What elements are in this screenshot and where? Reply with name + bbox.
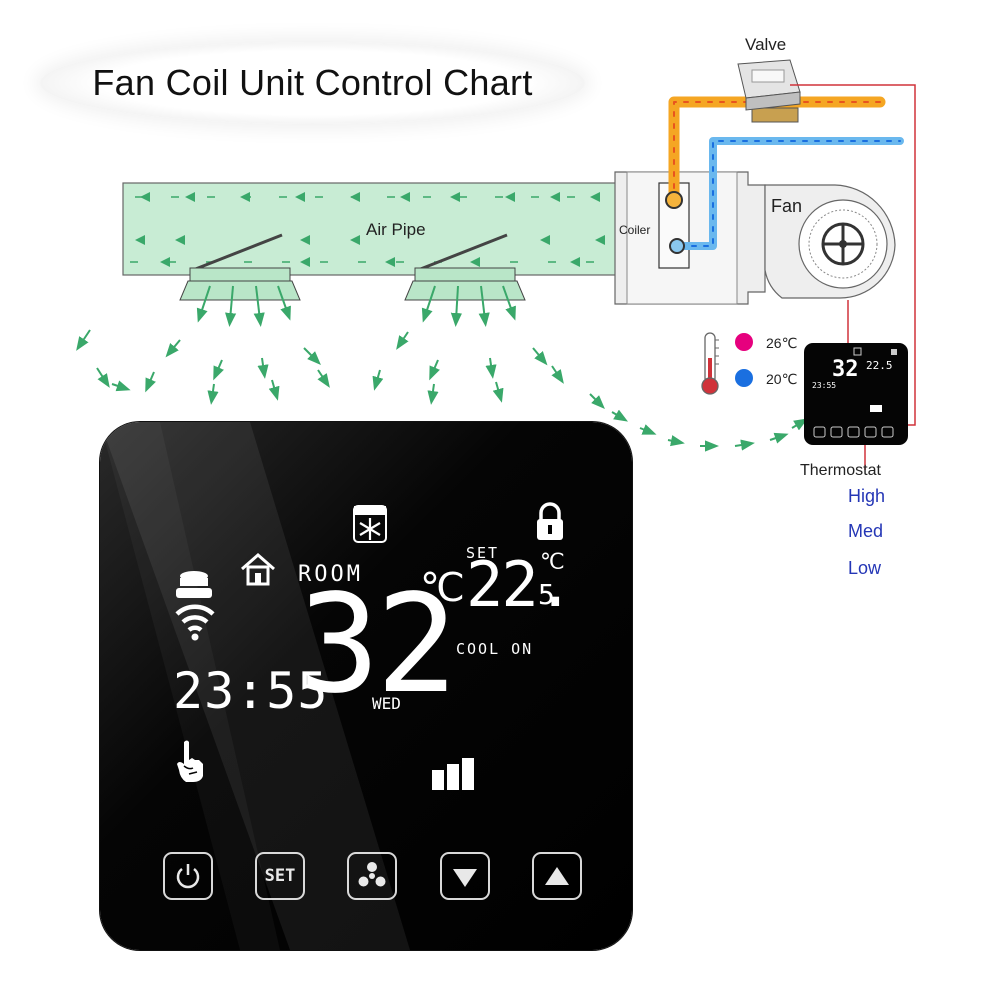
fan-speed-med: Med [848, 521, 884, 541]
set-temp-decimal: 5 [538, 578, 555, 611]
set-button[interactable]: SET [255, 852, 305, 900]
padlock-icon [537, 502, 563, 540]
room-label: ROOM [298, 562, 363, 587]
valve [737, 59, 801, 123]
thermometer-icon [701, 332, 719, 395]
coil-housing [614, 171, 766, 305]
room-temp-unit: ℃ [420, 565, 465, 611]
hot-temp-label: 26℃ [766, 335, 798, 351]
cold-water-pipe [676, 137, 904, 250]
fan-housing [764, 184, 896, 299]
room-temp-display: 32 [298, 566, 458, 724]
mini-clock: 23:55 [812, 381, 837, 390]
status-text: COOL ON [456, 640, 534, 658]
damper-left [179, 233, 301, 301]
heater-icon [176, 571, 212, 598]
set-label: SET [466, 544, 500, 562]
thermostat-panel: 23:55 ROOM 32 ℃ WED SET 22. 5 ℃ COOL ON [100, 422, 632, 950]
up-arrow-icon [545, 867, 569, 885]
fan-coil-diagram [76, 59, 916, 470]
fan-button[interactable] [347, 852, 397, 900]
wifi-icon [175, 604, 215, 641]
cold-temp-label: 20℃ [766, 371, 798, 387]
hot-water-pipe [668, 96, 886, 206]
hot-pipe-port [665, 191, 683, 209]
control-wires [790, 84, 916, 470]
air-duct [122, 182, 624, 276]
title-banner: Fan Coil Unit Control Chart [40, 42, 585, 124]
fan-speed-low: Low [848, 558, 882, 578]
down-arrow-icon [453, 869, 477, 887]
set-button-label: SET [264, 866, 296, 886]
set-temp-unit: ℃ [540, 550, 565, 575]
power-button[interactable] [163, 852, 213, 900]
fan-speed-bars [432, 758, 474, 790]
supply-air-arrows [76, 285, 809, 452]
cold-temp-dot [735, 369, 753, 387]
valve-label: Valve [745, 35, 787, 54]
air-pipe-label: Air Pipe [366, 220, 426, 239]
temp-down-button[interactable] [440, 852, 490, 900]
set-temp-display: 22. [466, 548, 574, 621]
fan-speed-high: High [848, 486, 886, 506]
clock-display: 23:55 [173, 662, 329, 720]
day-display: WED [372, 694, 401, 713]
thermostat-display: 23:55 ROOM 32 ℃ WED SET 22. 5 ℃ COOL ON [100, 422, 632, 950]
thermostat-label: Thermostat [800, 462, 881, 479]
home-icon [241, 553, 275, 586]
mini-room-temp: 32 [832, 357, 859, 382]
mini-thermostat-icons [813, 347, 897, 438]
snowflake-icon [353, 505, 387, 543]
cold-pipe-port [669, 238, 685, 254]
fan-icon [358, 862, 386, 887]
temp-up-button[interactable] [532, 852, 582, 900]
damper-right [404, 233, 526, 301]
mini-set-temp: 22.5 [866, 359, 893, 372]
fan-label: Fan [771, 196, 803, 216]
power-icon [176, 864, 200, 889]
mini-thermostat: 32 22.5 23:55 [804, 343, 908, 445]
coiler-label: Coiler [619, 223, 651, 237]
hand-pointer-icon [177, 740, 203, 782]
hot-temp-dot [735, 333, 753, 351]
page-title: Fan Coil Unit Control Chart [92, 62, 533, 103]
